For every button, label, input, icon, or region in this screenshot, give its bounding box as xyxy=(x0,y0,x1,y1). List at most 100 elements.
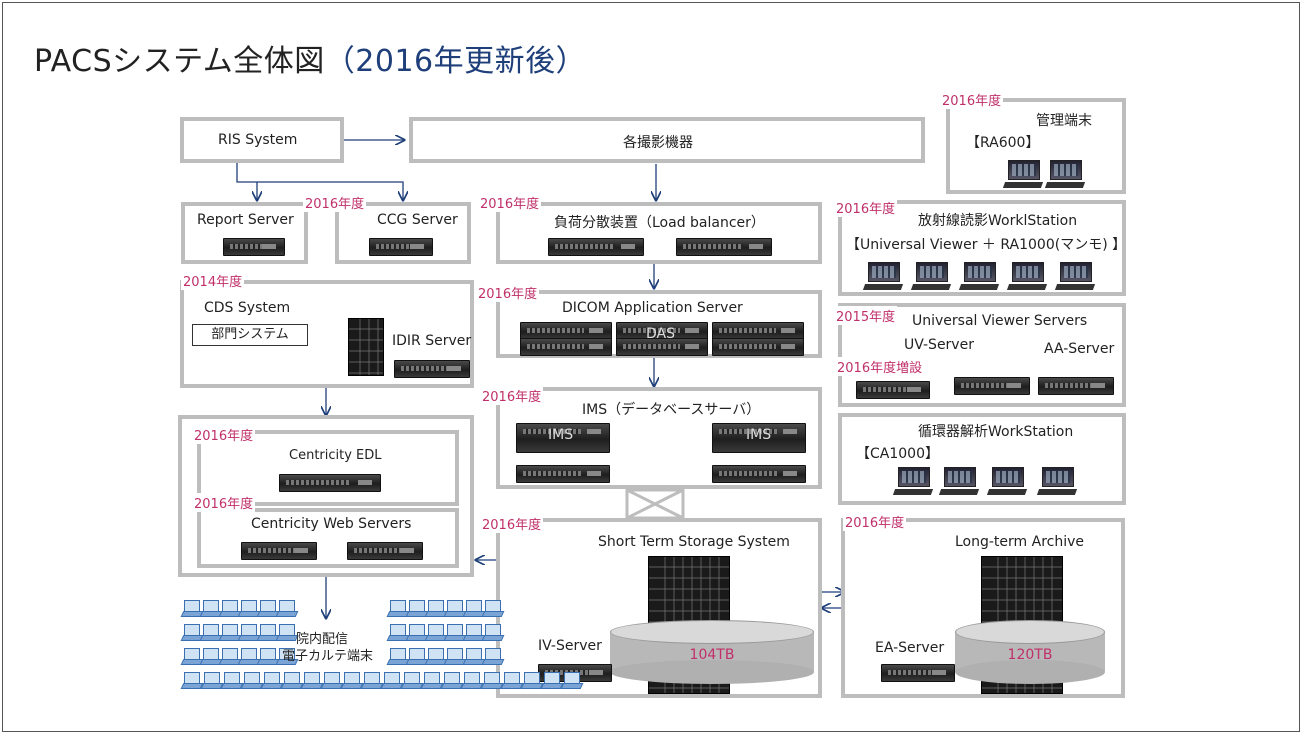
year-reading-ws: 2016年度 xyxy=(834,198,898,217)
dicom-server-5 xyxy=(712,322,804,340)
modality-box: 各撮影機器 xyxy=(409,117,925,163)
modality-label: 各撮影機器 xyxy=(623,135,693,151)
client-pc-icon xyxy=(199,600,223,617)
lb-device-2 xyxy=(676,238,772,256)
report-server-box: Report Server xyxy=(181,202,308,264)
client-pc-icon xyxy=(443,624,467,641)
page-title: PACSシステム全体図（2016年更新後） xyxy=(34,36,586,80)
mgmt-workstation-2 xyxy=(1044,160,1086,190)
client-pc-icon xyxy=(462,600,486,617)
client-pc-icon xyxy=(256,648,280,665)
reading-ws-5 xyxy=(1054,262,1096,292)
client-pc-icon xyxy=(240,672,264,689)
ims-right-label: IMS xyxy=(746,427,772,443)
short-term-storage-box: Short Term Storage System 104TB IV-Serve… xyxy=(496,518,822,698)
client-pc-icon xyxy=(386,624,410,641)
dicom-server-4 xyxy=(616,338,708,356)
year-edl: 2016年度 xyxy=(192,425,256,444)
dicom-server-2 xyxy=(520,338,612,356)
short-term-disk: 104TB xyxy=(610,620,814,684)
client-pc-icon xyxy=(200,672,224,689)
clients-label-line2: 電子カルテ端末 xyxy=(282,649,374,664)
client-pc-icon xyxy=(237,600,261,617)
client-pc-icon xyxy=(540,672,564,689)
title-main: PACSシステム全体図 xyxy=(34,44,325,79)
ccg-server-icon xyxy=(369,238,433,256)
uv-server-add-icon xyxy=(856,381,930,399)
cds-system-box: CDS System 部門システム IDIR Server xyxy=(180,280,474,388)
year-lb: 2016年度 xyxy=(478,193,542,212)
ims-box: IMS（データベースサーバ） IMS IMS xyxy=(496,387,822,489)
idir-rack-icon xyxy=(348,318,384,376)
uv-server-label: UV-Server xyxy=(904,337,974,353)
ccg-server-box: CCG Server xyxy=(335,202,471,264)
client-pc-icon xyxy=(443,648,467,665)
ra600-label: 【RA600】 xyxy=(966,135,1040,151)
year-long-term: 2016年度 xyxy=(843,512,907,531)
centricity-web-box: Centricity Web Servers xyxy=(197,508,459,568)
dicom-server-6 xyxy=(712,338,804,356)
client-pc-icon xyxy=(180,624,204,641)
client-pc-icon xyxy=(280,672,304,689)
aa-server-icon xyxy=(1038,377,1114,395)
lb-device-1 xyxy=(548,238,644,256)
idir-server-label: IDIR Server xyxy=(392,333,472,349)
client-pc-icon xyxy=(405,600,429,617)
year-dicom: 2016年度 xyxy=(476,283,540,302)
centricity-web-server-2 xyxy=(347,542,423,560)
year-mgmt: 2016年度 xyxy=(940,90,1004,109)
reading-ws-4 xyxy=(1006,262,1048,292)
client-pc-icon xyxy=(405,624,429,641)
client-pc-icon xyxy=(481,600,505,617)
year-uv-add: 2016年度増設 xyxy=(835,357,925,376)
client-pc-icon xyxy=(218,600,242,617)
client-pc-icon xyxy=(360,672,384,689)
dicom-app-server-box: DICOM Application Server DAS xyxy=(496,290,822,358)
cardio-workstation-box: 循環器解析WorkStation 【CA1000】 xyxy=(838,413,1126,505)
client-pc-icon xyxy=(520,672,544,689)
ea-server-label: EA-Server xyxy=(875,640,945,656)
reading-ws-1 xyxy=(862,262,904,292)
year-ccg: 2016年度 xyxy=(303,193,367,212)
mgmt-terminal-label: 管理端末 xyxy=(1036,113,1092,129)
ims-storage-right xyxy=(712,465,806,483)
ccg-server-label: CCG Server xyxy=(377,212,458,228)
reading-ws-3 xyxy=(958,262,1000,292)
cardio-ws-3 xyxy=(986,467,1028,497)
short-term-capacity: 104TB xyxy=(689,646,735,663)
client-pc-icon xyxy=(340,672,364,689)
long-term-disk: 120TB xyxy=(955,620,1105,684)
client-pc-icon xyxy=(481,624,505,641)
client-pc-icon xyxy=(420,672,444,689)
long-term-label: Long-term Archive xyxy=(955,534,1085,550)
client-pc-icon xyxy=(260,672,284,689)
cardio-ws-4 xyxy=(1036,467,1078,497)
client-pc-icon xyxy=(180,648,204,665)
client-pc-icon xyxy=(462,624,486,641)
client-pc-icon xyxy=(424,624,448,641)
load-balancer-label: 負荷分散装置（Load balancer） xyxy=(554,215,765,231)
storage-link-x2 xyxy=(626,488,684,520)
centricity-web-server-1 xyxy=(241,542,317,560)
uv-server-icon xyxy=(954,377,1030,395)
idir-server-icon xyxy=(394,360,470,378)
title-sub: （2016年更新後） xyxy=(324,44,587,79)
client-pc-icon xyxy=(180,600,204,617)
reading-ws-title: 放射線読影WorklStation xyxy=(918,213,1078,229)
mgmt-workstation-1 xyxy=(1002,160,1044,190)
year-cds: 2014年度 xyxy=(181,271,245,290)
client-pc-icon xyxy=(405,648,429,665)
dicom-app-server-label: DICOM Application Server xyxy=(562,300,743,316)
year-ims: 2016年度 xyxy=(480,386,544,405)
das-label: DAS xyxy=(646,326,675,342)
client-pc-icon xyxy=(380,672,404,689)
client-pc-icon xyxy=(500,672,524,689)
client-pc-icon xyxy=(218,624,242,641)
year-web: 2016年度 xyxy=(192,493,256,512)
mgmt-terminal-box: 管理端末 【RA600】 xyxy=(946,98,1126,194)
client-pc-icon xyxy=(180,672,204,689)
iv-server-label: IV-Server xyxy=(538,638,602,654)
client-pc-icon xyxy=(424,600,448,617)
client-pc-icon xyxy=(237,648,261,665)
